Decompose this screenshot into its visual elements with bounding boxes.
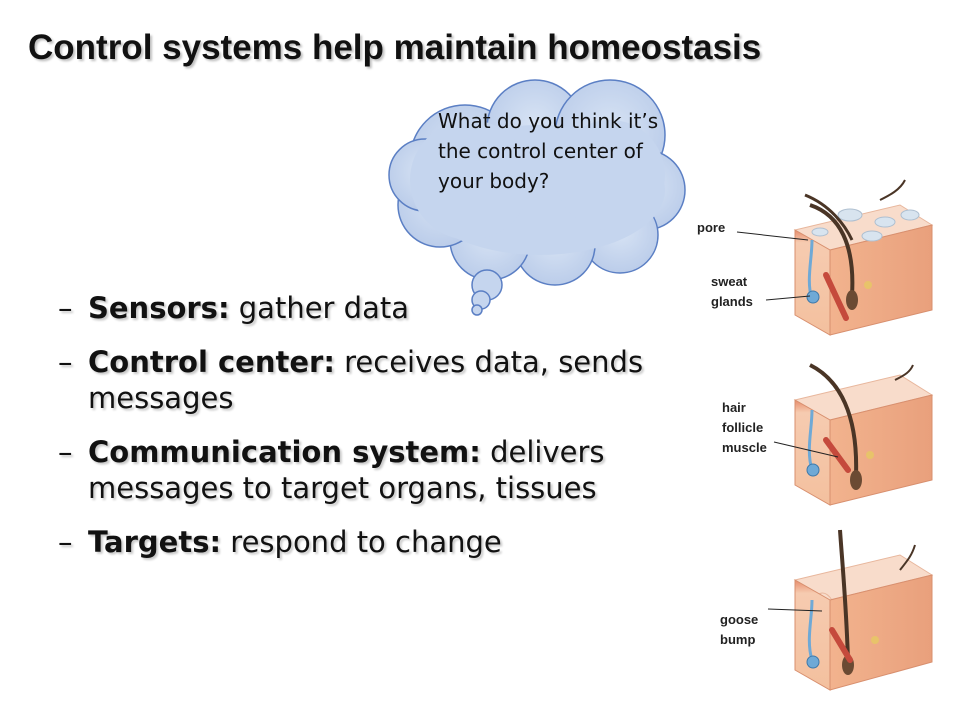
- thought-bubble-text: What do you think it’s the control cente…: [438, 109, 659, 193]
- goose-bump-pointer: [767, 608, 823, 612]
- label-hair-follicle-muscle: hair follicle muscle: [722, 400, 767, 455]
- pore-pointer: [736, 231, 809, 241]
- bullet-sensors: –Sensors: gather data: [58, 290, 658, 326]
- bullet-term: Sensors:: [88, 291, 230, 325]
- thought-trail: [471, 269, 503, 316]
- bullet-text: receives data, sends messages: [88, 345, 644, 415]
- label-sweat-glands: sweat glands: [711, 274, 753, 309]
- slide-title: Control systems help maintain homeostasi…: [28, 28, 762, 67]
- bullet-list: –Sensors: gather data –Control center: r…: [58, 290, 658, 578]
- bullet-communication-system: –Communication system: delivers messages…: [58, 434, 658, 506]
- bullet-text: respond to change: [221, 525, 502, 559]
- bullet-term: Communication system:: [88, 435, 481, 469]
- bullet-dash: –: [58, 291, 73, 325]
- bullet-term: Targets:: [88, 525, 222, 559]
- bullet-targets: –Targets: respond to change: [58, 524, 658, 560]
- bullet-text: delivers messages to target organs, tiss…: [88, 435, 605, 505]
- skin-block-sweat: [793, 179, 934, 336]
- bullet-term: Control center:: [88, 345, 335, 379]
- bullet-dash: –: [58, 345, 73, 379]
- hair-follicle-muscle-pointer: [773, 441, 839, 458]
- bullet-dash: –: [58, 525, 73, 559]
- label-pore: pore: [697, 220, 726, 235]
- sweat-glands-pointer: [765, 295, 811, 301]
- bullet-dash: –: [58, 435, 73, 469]
- skin-block-goose-bump: [793, 529, 934, 691]
- label-goose-bump: goose bump: [720, 612, 759, 647]
- bullet-text: gather data: [229, 291, 409, 325]
- skin-block-hair-muscle: [793, 363, 934, 506]
- bullet-control-center: –Control center: receives data, sends me…: [58, 344, 658, 416]
